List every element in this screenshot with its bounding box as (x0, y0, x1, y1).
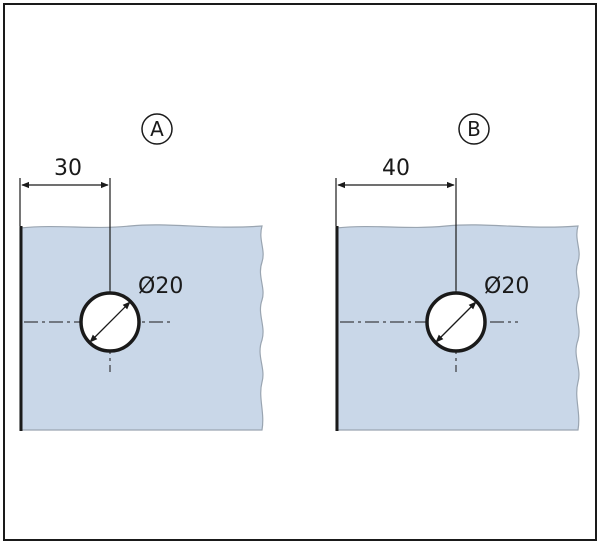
edge-distance-a: 30 (54, 156, 82, 181)
label-badge-a (141, 113, 173, 145)
label-b: B (467, 117, 481, 141)
diameter-label-b: Ø20 (484, 274, 529, 299)
panel-b: B 40 Ø20 (335, 113, 580, 431)
edge-distance-b: 40 (382, 156, 410, 181)
label-badge-b (458, 113, 490, 145)
diameter-line-a (89, 301, 131, 343)
panel-a: A 30 Ø20 (19, 113, 264, 431)
plate-a (19, 224, 264, 431)
diameter-label-a: Ø20 (138, 274, 183, 299)
label-a: A (150, 117, 164, 141)
diameter-line-b (435, 301, 477, 343)
